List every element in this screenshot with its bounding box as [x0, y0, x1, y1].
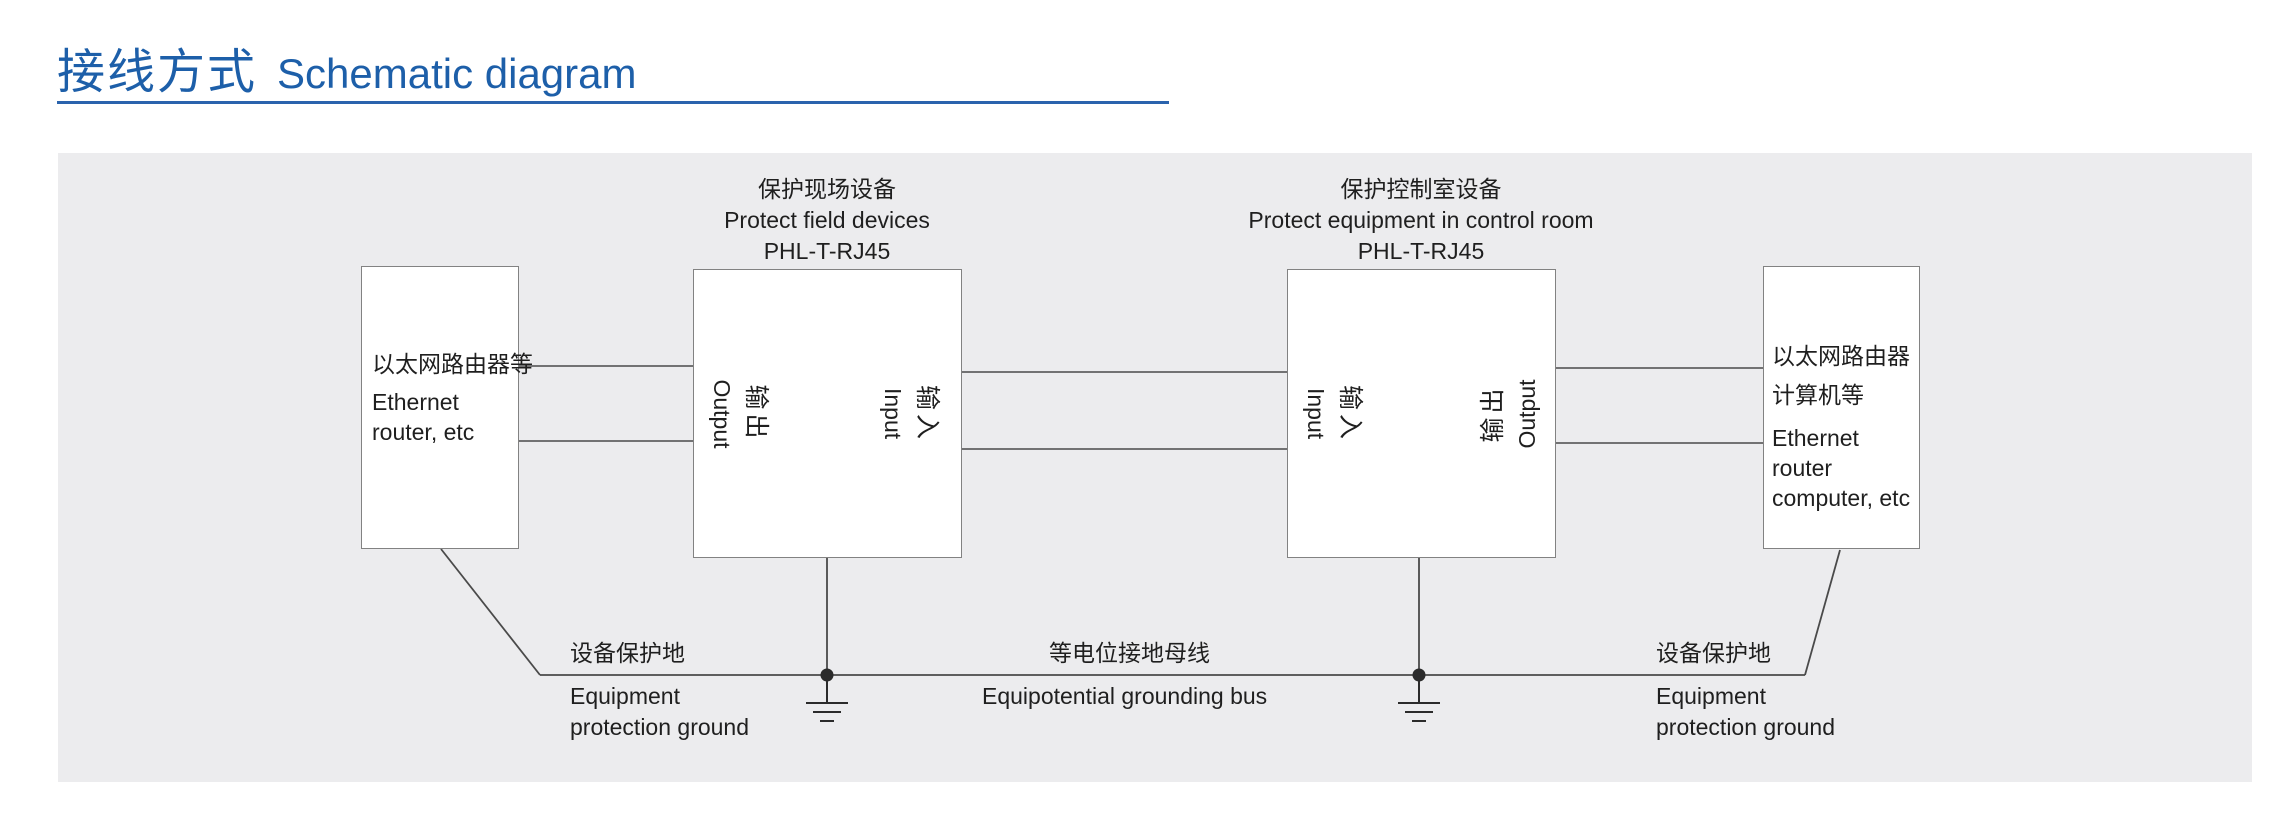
port-label-zh: 输入: [1336, 384, 1364, 443]
spd-box-field: Output 输出 Input 输入: [693, 269, 962, 558]
spd-field-title-zh: 保护现场设备: [758, 176, 896, 202]
spd-box-control-room: Input 输入 Output 输出: [1287, 269, 1556, 558]
ground-label-right-zh: 设备保护地: [1656, 640, 1771, 666]
device-box-router-computer: 以太网路由器 计算机等 Ethernet router computer, et…: [1763, 266, 1920, 549]
device-label: 以太网路由器等 Ethernet router, etc: [362, 267, 533, 447]
device-label-zh: 以太网路由器等: [372, 351, 533, 377]
device-label-en: Ethernet: [372, 389, 459, 415]
ground-label-left-zh: 设备保护地: [570, 640, 685, 666]
grounding-bus-label-zh: 等电位接地母线: [1049, 640, 1210, 666]
device-label-zh: 以太网路由器: [1772, 343, 1910, 369]
device-label-en: Ethernet: [1772, 425, 1859, 451]
title-underline: [57, 101, 1169, 104]
device-label: 以太网路由器 计算机等 Ethernet router computer, et…: [1764, 267, 1919, 513]
device-label-zh: 计算机等: [1772, 382, 1864, 408]
page-title-zh: 接线方式: [57, 46, 258, 99]
ground-label-right-en: Equipment protection ground: [1656, 681, 1835, 743]
spd-control-output-port: Output 输出: [1473, 379, 1541, 448]
spd-field-title-en: Protect field devices: [724, 207, 930, 233]
port-label-en: Input: [880, 387, 906, 440]
page-title: 接线方式 Schematic diagram: [57, 32, 637, 102]
spd-field-input-port: Input 输入: [879, 384, 947, 442]
device-label-en: router: [1772, 455, 1833, 481]
ground-label-line: protection ground: [570, 714, 750, 740]
ground-label-line: Equipment: [570, 683, 680, 709]
spd-control-title-zh: 保护控制室设备: [1340, 176, 1502, 202]
device-label-en: router, etc: [372, 419, 475, 445]
port-label-zh: 输入: [913, 384, 941, 443]
device-label-en: computer, etc: [1772, 485, 1911, 511]
port-label-en: Output: [1514, 378, 1540, 449]
ground-label-line: Equipment: [1656, 683, 1766, 709]
ground-label-line: protection ground: [1656, 714, 1836, 740]
spd-field-model: PHL-T-RJ45: [763, 238, 891, 264]
spd-field-header: 保护现场设备 Protect field devices PHL-T-RJ45: [527, 174, 1127, 267]
spd-control-header: 保护控制室设备 Protect equipment in control roo…: [1121, 174, 1721, 267]
spd-control-model: PHL-T-RJ45: [1357, 238, 1485, 264]
port-label-zh: 输出: [1479, 384, 1507, 443]
device-box-ethernet-router: 以太网路由器等 Ethernet router, etc: [361, 266, 533, 549]
spd-control-input-port: Input 输入: [1302, 384, 1370, 442]
grounding-bus-label-en: Equipotential grounding bus: [982, 683, 1268, 709]
port-label-en: Output: [709, 378, 735, 449]
spd-control-title-en: Protect equipment in control room: [1248, 207, 1594, 233]
page-title-en: Schematic diagram: [277, 50, 637, 97]
port-label-zh: 输出: [742, 384, 770, 443]
spd-field-output-port: Output 输出: [708, 379, 776, 448]
port-label-en: Input: [1303, 387, 1329, 440]
ground-label-left-en: Equipment protection ground: [570, 681, 749, 743]
